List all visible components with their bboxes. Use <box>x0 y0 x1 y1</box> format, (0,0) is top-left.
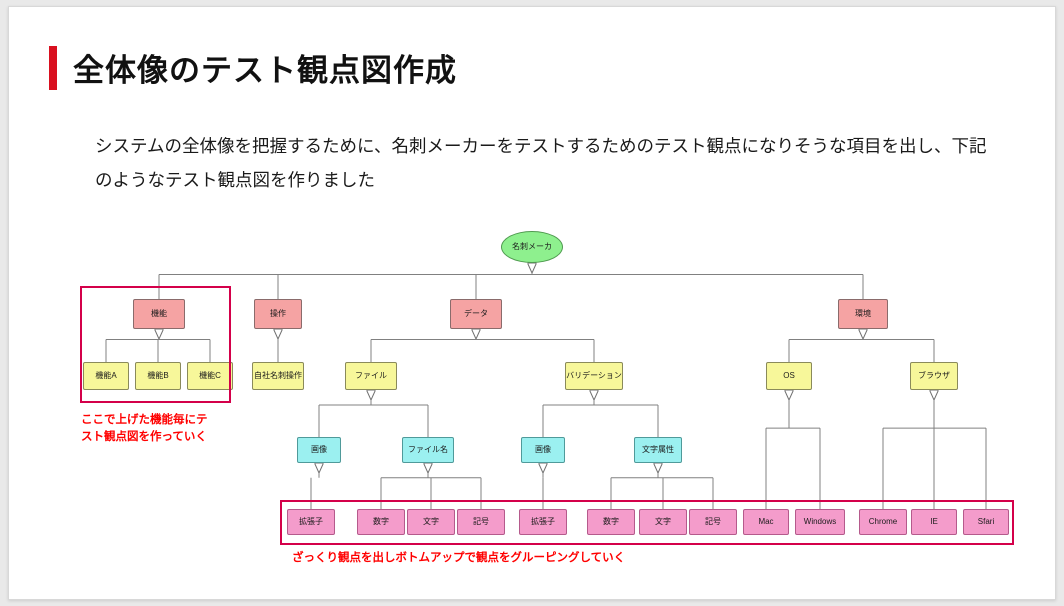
hl-leaves <box>280 500 1014 545</box>
node-kankyou[interactable]: 環境 <box>838 299 888 329</box>
node-label: 数字 <box>373 516 389 526</box>
node-label: 記号 <box>473 516 489 526</box>
node-sym1[interactable]: 記号 <box>457 509 505 535</box>
node-label: 機能B <box>147 370 169 380</box>
node-label: 文字 <box>423 516 439 526</box>
node-chr2[interactable]: 文字 <box>639 509 687 535</box>
node-label: 文字属性 <box>642 444 674 454</box>
title-accent-bar <box>49 45 57 90</box>
slide-canvas: 全体像のテスト観点図作成 システムの全体像を把握するために、名刺メーカーをテスト… <box>8 6 1056 600</box>
node-data[interactable]: データ <box>450 299 502 329</box>
node-file[interactable]: ファイル <box>345 362 397 390</box>
node-label: バリデーション <box>566 370 622 380</box>
node-label: データ <box>464 308 488 318</box>
node-label: 画像 <box>311 444 327 454</box>
diagram-node-layer: 名刺メーカ機能 操作 データ 環境機能A 機能B 機能C 自社名刺操作 ファイル バリデーション… <box>9 7 1055 599</box>
node-label: ファイル名 <box>408 444 448 454</box>
node-label: 操作 <box>270 308 286 318</box>
node-chrome[interactable]: Chrome <box>859 509 907 535</box>
lead-paragraph: システムの全体像を把握するために、名刺メーカーをテストするためのテスト観点になり… <box>95 136 987 190</box>
node-chr1[interactable]: 文字 <box>407 509 455 535</box>
node-safari[interactable]: Sfari <box>963 509 1009 535</box>
node-kinouA[interactable]: 機能A <box>83 362 129 390</box>
hl-features <box>80 286 231 403</box>
node-moji[interactable]: 文字属性 <box>634 437 682 463</box>
node-img2[interactable]: 画像 <box>521 437 565 463</box>
node-mac[interactable]: Mac <box>743 509 789 535</box>
node-label: 画像 <box>535 444 551 454</box>
node-label: Chrome <box>868 516 898 526</box>
node-label: Mac <box>758 516 774 526</box>
node-jisha[interactable]: 自社名刺操作 <box>252 362 304 390</box>
node-label: 機能 <box>151 308 167 318</box>
node-num2[interactable]: 数字 <box>587 509 635 535</box>
node-ie[interactable]: IE <box>911 509 957 535</box>
node-label: Windows <box>803 516 837 526</box>
node-kinouB[interactable]: 機能B <box>135 362 181 390</box>
node-label: 環境 <box>855 308 871 318</box>
node-os[interactable]: OS <box>766 362 812 390</box>
node-filename[interactable]: ファイル名 <box>402 437 454 463</box>
node-sousa[interactable]: 操作 <box>254 299 302 329</box>
node-label: 数字 <box>603 516 619 526</box>
node-ext1[interactable]: 拡張子 <box>287 509 335 535</box>
node-label: IE <box>930 516 938 526</box>
node-label: 拡張子 <box>531 516 555 526</box>
node-label: 拡張子 <box>299 516 323 526</box>
slide-header: 全体像のテスト観点図作成 <box>49 45 457 90</box>
node-root[interactable]: 名刺メーカ <box>501 231 563 263</box>
node-label: OS <box>783 370 795 380</box>
node-label: ファイル <box>355 370 387 380</box>
node-ext2[interactable]: 拡張子 <box>519 509 567 535</box>
node-sym2[interactable]: 記号 <box>689 509 737 535</box>
node-label: 記号 <box>705 516 721 526</box>
node-label: 機能C <box>199 370 221 380</box>
node-kinou[interactable]: 機能 <box>133 299 185 329</box>
node-kinouC[interactable]: 機能C <box>187 362 233 390</box>
node-label: ブラウザ <box>918 370 950 380</box>
node-label: 機能A <box>95 370 117 380</box>
node-label: 自社名刺操作 <box>254 370 302 380</box>
node-img1[interactable]: 画像 <box>297 437 341 463</box>
node-num1[interactable]: 数字 <box>357 509 405 535</box>
page-title: 全体像のテスト観点図作成 <box>73 53 457 88</box>
ann-leaves: ざっくり観点を出しボトムアップで観点をグルーピングしていく <box>292 552 626 564</box>
node-browser[interactable]: ブラウザ <box>910 362 958 390</box>
ann-features: ここで上げた機能毎にテ スト観点図を作っていく <box>81 414 208 443</box>
node-windows[interactable]: Windows <box>795 509 845 535</box>
node-label: 名刺メーカ <box>512 241 552 251</box>
node-label: 文字 <box>655 516 671 526</box>
node-label: Sfari <box>977 516 995 526</box>
node-valid[interactable]: バリデーション <box>565 362 623 390</box>
